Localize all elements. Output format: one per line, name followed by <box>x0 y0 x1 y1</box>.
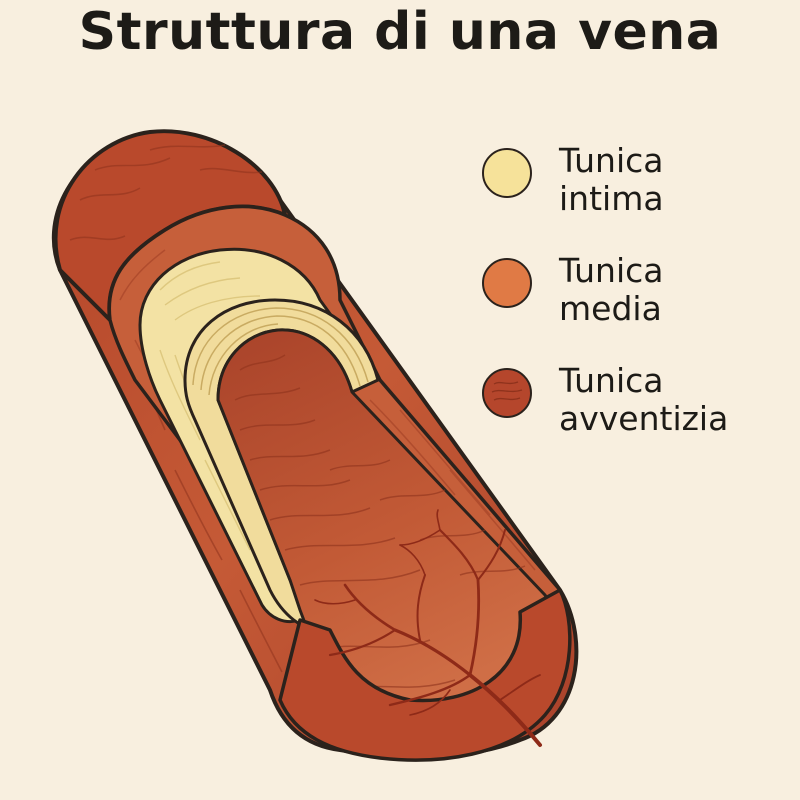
legend-item-intima: Tunica intima <box>482 142 782 252</box>
capillary-network <box>314 509 542 747</box>
legend-label-line1: Tunica <box>559 361 664 400</box>
swatch-intima-icon <box>482 148 532 198</box>
intima-ring-lines <box>192 307 369 396</box>
swatch-media-icon <box>482 258 532 308</box>
legend-label-media: Tunica media <box>559 252 779 328</box>
cross-section-rim <box>278 588 572 762</box>
legend-label-adventitia: Tunica avventizia <box>559 362 779 438</box>
legend-label-line1: Tunica <box>559 251 664 290</box>
legend-label-intima: Tunica intima <box>559 142 779 218</box>
legend-item-adventitia: Tunica avventizia <box>482 362 782 472</box>
legend-label-line1: Tunica <box>559 141 664 180</box>
legend-label-line2: media <box>559 289 662 328</box>
page-title: Struttura di una vena <box>78 2 722 62</box>
legend-label-line2: intima <box>559 179 664 218</box>
legend-item-media: Tunica media <box>482 252 782 362</box>
swatch-adventitia-icon <box>482 368 532 418</box>
legend-label-line2: avventizia <box>559 399 729 438</box>
legend: Tunica intima Tunica media Tunica avvent… <box>482 142 782 472</box>
